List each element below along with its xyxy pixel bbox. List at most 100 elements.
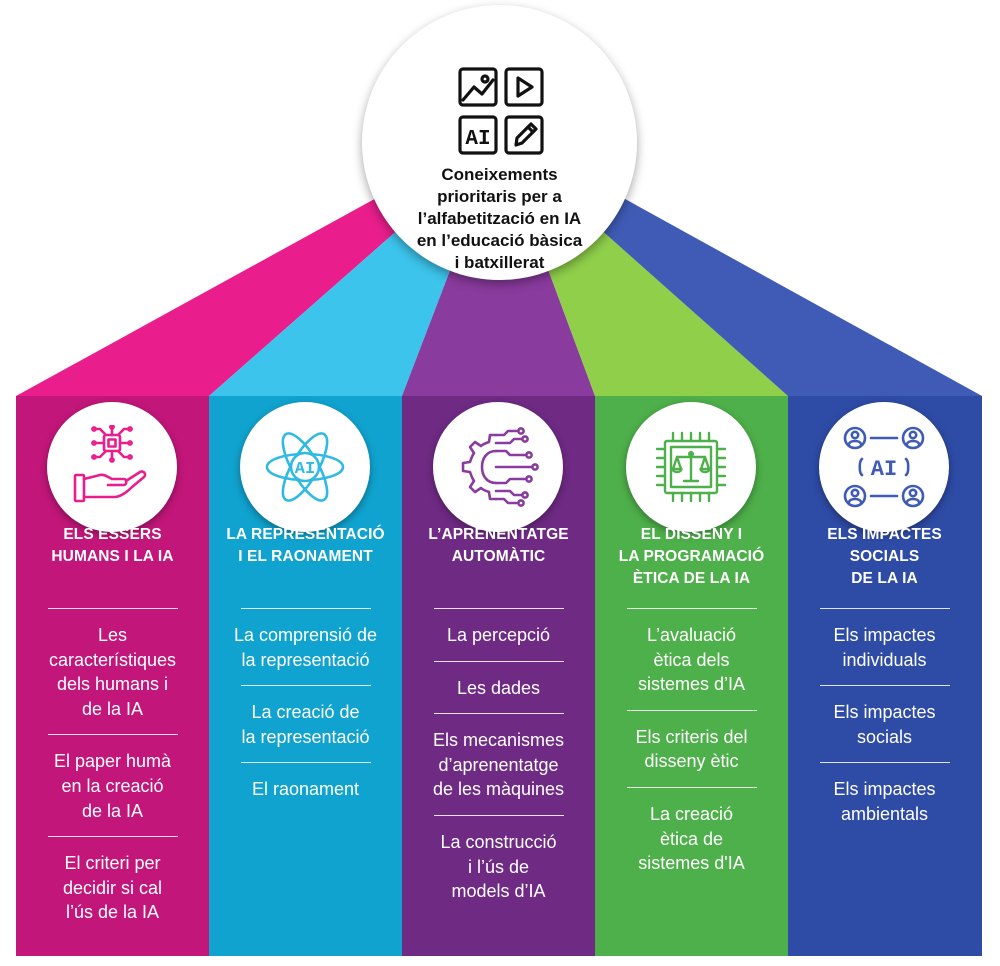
column-title-line: L’APRENENTATGE <box>428 526 569 543</box>
list-item: Les dades <box>433 660 564 714</box>
item-line: ètica dels <box>653 649 730 670</box>
item-line: Els impactes <box>833 779 936 800</box>
column-title-line: ELS ÉSSERS <box>63 526 162 543</box>
icon-circle <box>433 402 563 532</box>
column-title-line: DE LA IA <box>851 570 918 587</box>
column-title-line: ELS IMPACTES <box>827 526 942 543</box>
column-title-line: LA PROGRAMACIÓ <box>618 548 765 565</box>
item-line: d’aprenentatge <box>438 754 559 775</box>
icon-circle <box>626 402 756 532</box>
icon-circle <box>47 402 177 532</box>
gear-circuit-icon <box>461 427 539 507</box>
list-item: Les característiques dels humans i de la… <box>47 608 178 734</box>
list-item: Els criteris del disseny ètic <box>626 709 757 787</box>
column-ethical-design: EL DISSENY I LA PROGRAMACIÓ ÈTICA DE LA … <box>595 396 788 956</box>
list-item: L’avaluació ètica dels sistemes d’IA <box>626 608 757 710</box>
list-item: La percepció <box>433 608 564 661</box>
list-item: Els impactes ambientals <box>819 762 950 839</box>
header-ai-label: AI <box>465 128 490 151</box>
item-line: Els impactes <box>833 702 936 723</box>
list-item: La creació de la representació <box>240 685 371 762</box>
item-line: Les <box>97 625 128 645</box>
item-line: sistemes d’IA <box>637 674 746 695</box>
item-line: individuals <box>842 649 927 670</box>
network-ai-label: AI <box>871 457 897 482</box>
item-line: Els mecanismes <box>432 730 565 751</box>
column-title-line: EL DISSENY I <box>640 526 743 543</box>
column-title: L’APRENENTATGE AUTOMÀTIC <box>402 524 595 568</box>
media-icons-grid-icon: AI <box>458 67 544 155</box>
item-line: L’avaluació <box>646 625 737 645</box>
column-title: ELS IMPACTES SOCIALS DE LA IA <box>788 524 981 590</box>
item-line: ambientals <box>840 803 929 824</box>
diagram-title: Coneixements prioritaris per a l’alfabet… <box>362 164 637 274</box>
column-social-impacts: AI ELS IMPACTES SOCIALS DE LA IA Els imp… <box>788 396 981 956</box>
header-circle: AI Coneixements prioritaris per a l’alfa… <box>362 5 637 280</box>
list-item: Els mecanismes d’aprenentatge de les màq… <box>433 713 564 815</box>
item-line: La percepció <box>446 625 551 645</box>
column-items: Els impactes individuals Els impactes so… <box>788 608 981 840</box>
title-line: en l’educació bàsica <box>416 231 583 250</box>
list-item: La construcció i l’ús de models d’IA <box>433 814 564 917</box>
title-line: Coneixements <box>441 165 558 184</box>
column-items: La comprensió de la representació La cre… <box>209 608 402 815</box>
list-item: Els impactes socials <box>819 685 950 762</box>
item-line: La construcció <box>440 831 557 852</box>
item-line: El paper humà <box>53 751 172 772</box>
column-humans-and-ai: ELS ÉSSERS HUMANS I LA IA Les caracterís… <box>16 396 209 956</box>
item-line: de les màquines <box>432 779 565 800</box>
item-line: La creació <box>649 803 734 824</box>
icon-circle: AI <box>819 402 949 532</box>
item-line: El raonament <box>251 779 360 800</box>
item-line: l’ús de la IA <box>65 902 160 923</box>
column-representation-reasoning: AI LA REPRESENTACIÓ I EL RAONAMENT La co… <box>209 396 402 956</box>
column-title-line: AUTOMÀTIC <box>451 548 546 565</box>
item-line: disseny ètic <box>644 751 739 772</box>
item-line: El criteri per <box>64 853 161 874</box>
title-line: i batxillerat <box>454 253 545 272</box>
item-line: Els criteris del <box>635 726 748 747</box>
item-line: Les dades <box>456 677 541 698</box>
item-line: característiques <box>48 649 177 670</box>
list-item: El raonament <box>240 762 371 815</box>
column-title-line: HUMANS I LA IA <box>51 548 174 565</box>
item-line: de la IA <box>81 800 144 821</box>
list-item: El criteri per decidir si cal l’ús de la… <box>47 836 178 938</box>
item-line: socials <box>856 726 913 747</box>
item-line: i l’ús de <box>467 856 530 877</box>
column-title: EL DISSENY I LA PROGRAMACIÓ ÈTICA DE LA … <box>595 524 788 590</box>
item-line: de la IA <box>81 698 144 719</box>
title-line: prioritaris per a <box>437 187 562 206</box>
item-line: La creació de <box>251 702 360 723</box>
column-machine-learning: L’APRENENTATGE AUTOMÀTIC La percepció Le… <box>402 396 595 956</box>
item-line: la representació <box>241 649 370 670</box>
column-items: Les característiques dels humans i de la… <box>16 608 209 938</box>
list-item: Els impactes individuals <box>819 608 950 685</box>
item-line: sistemes d'IA <box>638 853 745 874</box>
column-title: LA REPRESENTACIÓ I EL RAONAMENT <box>209 524 402 568</box>
list-item: La creació ètica de sistemes d'IA <box>626 786 757 889</box>
atom-ai-label: AI <box>295 460 315 479</box>
chip-scales-icon <box>655 431 727 503</box>
item-line: models d’IA <box>451 881 546 902</box>
list-item: El paper humà en la creació de la IA <box>47 734 178 836</box>
ai-atom-icon: AI <box>265 432 345 502</box>
column-items: La percepció Les dades Els mecanismes d’… <box>402 608 595 917</box>
column-title-line: LA REPRESENTACIÓ <box>226 526 385 543</box>
item-line: ètica de <box>659 828 724 849</box>
title-line: l’alfabetització en IA <box>417 209 582 228</box>
item-line: dels humans i <box>56 674 169 695</box>
item-line: decidir si cal <box>62 877 163 898</box>
column-items: L’avaluació ètica dels sistemes d’IA Els… <box>595 608 788 889</box>
column-title-line: SOCIALS <box>849 548 920 565</box>
item-line: la representació <box>241 726 370 747</box>
item-line: Els impactes <box>833 625 936 645</box>
column-title-line: I EL RAONAMENT <box>238 548 373 565</box>
item-line: La comprensió de <box>233 625 378 645</box>
icon-circle: AI <box>240 402 370 532</box>
hand-chip-icon <box>73 425 147 503</box>
column-title-line: ÈTICA DE LA IA <box>632 570 751 587</box>
item-line: en la creació <box>61 775 164 796</box>
list-item: La comprensió de la representació <box>234 608 377 685</box>
column-title: ELS ÉSSERS HUMANS I LA IA <box>16 524 209 568</box>
